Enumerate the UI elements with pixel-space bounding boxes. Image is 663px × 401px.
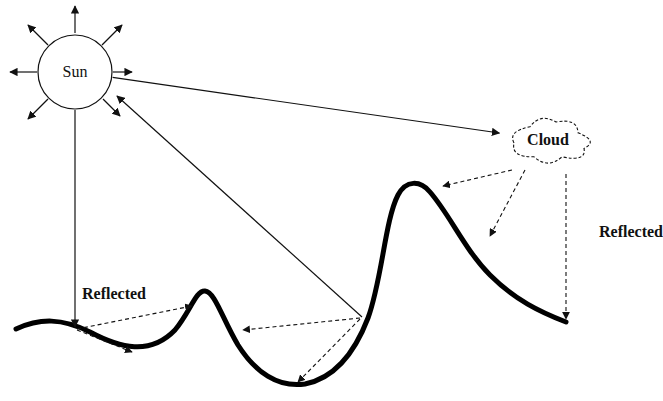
sun-ray: [102, 25, 122, 45]
sun-ray: [113, 71, 132, 72]
cloud-outline-path: [513, 118, 591, 163]
sun-ray: [74, 6, 75, 33]
sun-rays: [10, 6, 362, 327]
terrain-outline: [16, 183, 566, 384]
reflected-ray: [298, 319, 360, 382]
sunlight-arrow: [113, 77, 500, 133]
sun-ray: [117, 96, 362, 317]
sun-ray: [28, 99, 48, 119]
reflected-label: Reflected: [597, 223, 663, 241]
reflected-ray: [565, 174, 566, 319]
sun-ray: [103, 99, 120, 116]
sun-circle: Sun: [37, 34, 113, 110]
reflected-ray: [490, 170, 525, 236]
reflected-ray: [77, 330, 132, 352]
reflected-ray: [77, 306, 192, 329]
sun-ray: [10, 71, 37, 72]
cloud-shape: Cloud: [498, 110, 598, 170]
reflected-label: Reflected: [80, 285, 148, 303]
sun-ray: [74, 110, 75, 327]
reflected-ray: [243, 318, 360, 330]
node-label: Cloud: [527, 131, 569, 149]
reflected-ray: [443, 170, 512, 186]
reflected-rays: [77, 170, 566, 382]
sun-disc: [38, 35, 112, 109]
node-label: Sun: [63, 63, 88, 81]
sun-ray: [28, 25, 48, 45]
